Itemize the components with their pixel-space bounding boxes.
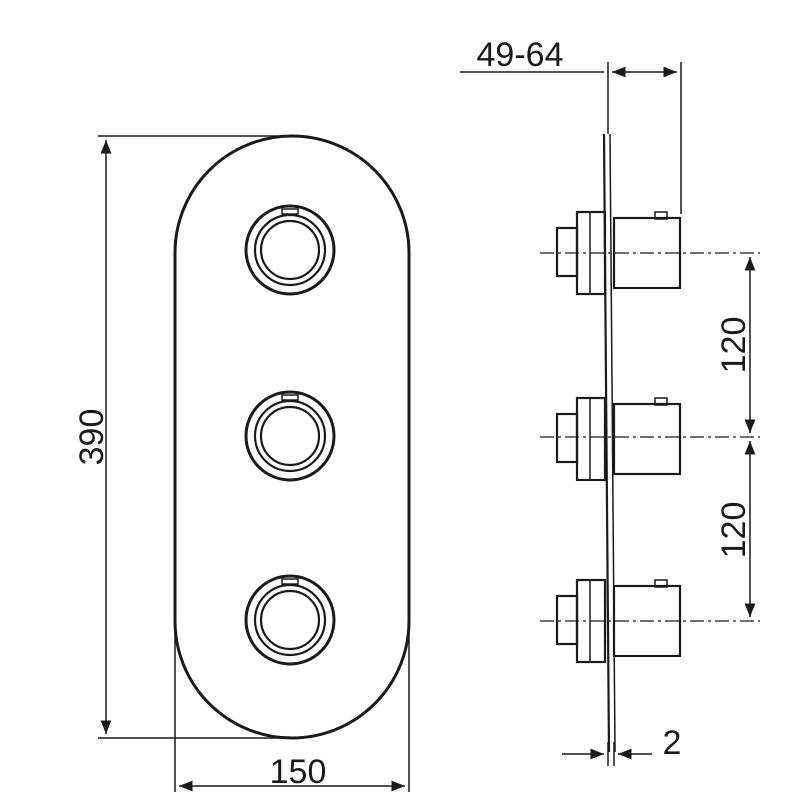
depth-dimension: 49-64: [460, 36, 682, 214]
depth-label: 49-64: [477, 36, 564, 74]
thickness-dimension: 2: [562, 724, 681, 766]
width-label: 150: [270, 753, 327, 791]
front-view: 390 150: [73, 134, 411, 792]
height-dimension: 390: [73, 135, 290, 739]
spacing-dimension: 120 120: [715, 257, 756, 617]
spacing-top-label: 120: [715, 317, 753, 374]
thickness-label: 2: [663, 724, 682, 762]
handle-side-middle: [555, 396, 682, 482]
height-label: 390: [73, 409, 111, 466]
spacing-bottom-label: 120: [715, 502, 753, 559]
knob-bottom: [244, 574, 336, 666]
knob-top: [244, 204, 336, 296]
width-dimension: 150: [174, 620, 410, 792]
cover-plate-outline: [173, 134, 411, 740]
knob-middle: [244, 390, 336, 482]
side-view: 49-64 120 120 2: [460, 36, 760, 766]
